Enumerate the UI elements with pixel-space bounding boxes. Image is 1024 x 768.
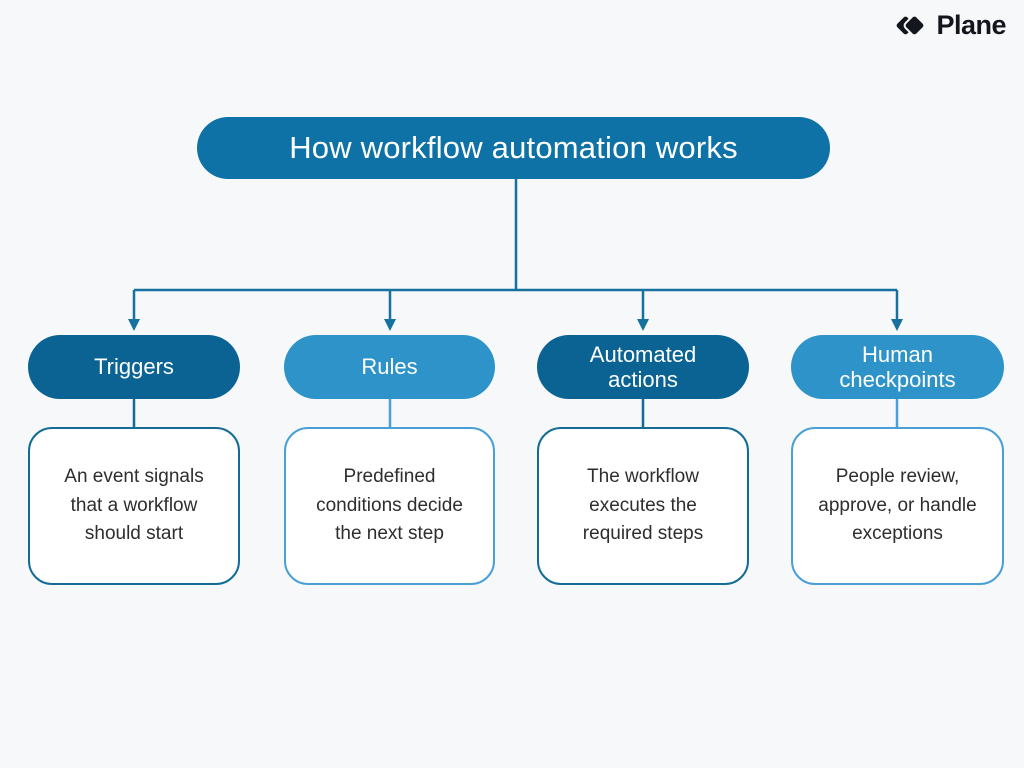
node-triggers-label: Triggers bbox=[94, 354, 174, 380]
description-human-checkpoints: People review, approve, or handle except… bbox=[791, 427, 1004, 585]
arrow-down-icon bbox=[128, 319, 140, 331]
node-automated-actions-label: Automated actions bbox=[589, 341, 697, 392]
node-rules: Rules bbox=[284, 335, 495, 399]
node-automated-actions: Automated actions bbox=[537, 335, 749, 399]
node-human-checkpoints: Human checkpoints bbox=[791, 335, 1004, 399]
node-triggers: Triggers bbox=[28, 335, 240, 399]
description-automated-actions-text: The workflow executes the required steps bbox=[582, 466, 704, 545]
description-rules: Predefined conditions decide the next st… bbox=[284, 427, 495, 585]
brand-logo: Plane bbox=[891, 10, 1006, 41]
description-triggers-text: An event signals that a workflow should … bbox=[64, 466, 204, 545]
description-automated-actions: The workflow executes the required steps bbox=[537, 427, 749, 585]
description-human-checkpoints-text: People review, approve, or handle except… bbox=[818, 466, 977, 545]
node-human-checkpoints-label: Human checkpoints bbox=[839, 341, 956, 392]
description-rules-text: Predefined conditions decide the next st… bbox=[316, 466, 463, 545]
description-triggers: An event signals that a workflow should … bbox=[28, 427, 240, 585]
plane-logo-icon bbox=[895, 14, 926, 36]
brand-name: Plane bbox=[936, 10, 1006, 40]
arrow-down-icon bbox=[384, 319, 396, 331]
node-rules-label: Rules bbox=[361, 354, 418, 380]
diagram-title-node: How workflow automation works bbox=[197, 117, 830, 179]
diagram-title-label: How workflow automation works bbox=[289, 130, 738, 165]
arrow-down-icon bbox=[637, 319, 649, 331]
arrow-down-icon bbox=[891, 319, 903, 331]
